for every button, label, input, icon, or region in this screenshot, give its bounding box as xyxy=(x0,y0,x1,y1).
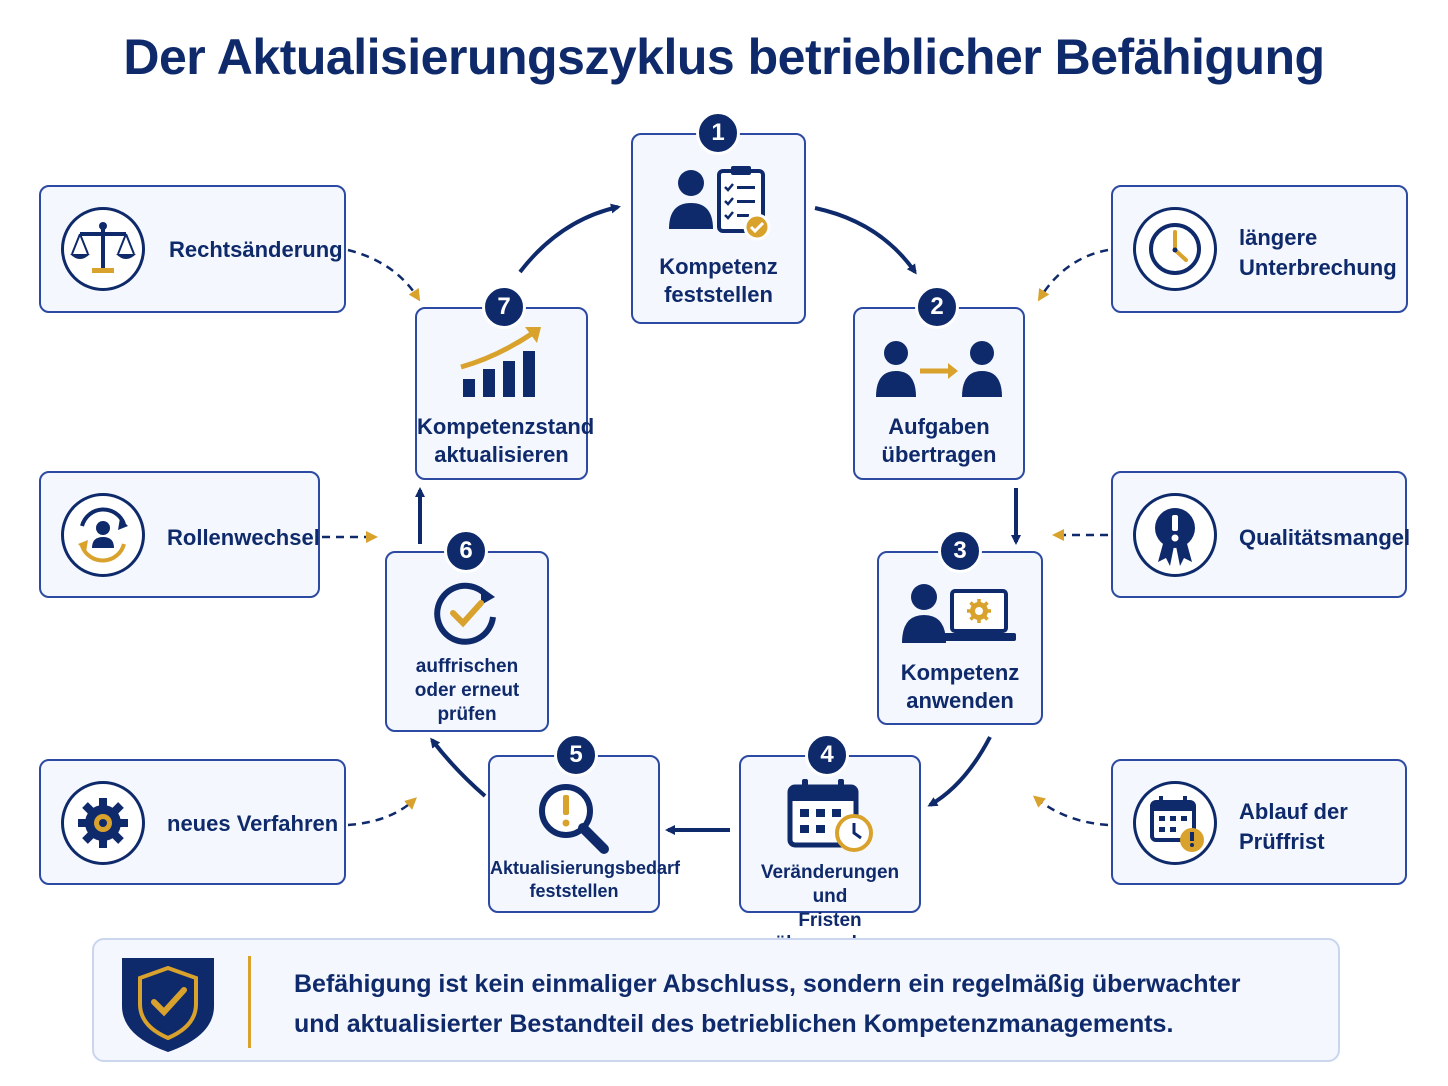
trigger-label-line: Ablauf der xyxy=(1239,799,1348,824)
trigger-card-rollenwechsel: Rollenwechsel xyxy=(39,471,320,598)
trigger-label: neues Verfahren xyxy=(167,811,339,836)
step-label-line: auffrischen xyxy=(415,656,519,677)
step-3-card: Kompetenz anwenden xyxy=(877,551,1043,725)
trigger-icon-circle xyxy=(1133,207,1217,291)
step-2-card: Aufgaben übertragen xyxy=(853,307,1025,480)
step-number-badge: 6 xyxy=(444,529,488,573)
clock-icon xyxy=(1149,223,1201,275)
summary-banner: Befähigung ist kein einmaliger Abschluss… xyxy=(92,938,1340,1062)
step-label-line: prüfen xyxy=(437,703,497,725)
refresh-check-icon xyxy=(434,582,496,645)
step-number-badge: 3 xyxy=(938,529,982,573)
magnifier-alert-icon xyxy=(539,784,609,854)
trigger-label: längere Unterbrechung xyxy=(1239,223,1397,282)
summary-line: Befähigung ist kein einmaliger Abschluss… xyxy=(294,970,1241,998)
trigger-card-qualitaetsmangel: Qualitätsmangel xyxy=(1111,471,1411,598)
summary-text: Befähigung ist kein einmaliger Abschluss… xyxy=(294,964,1294,1044)
step-label: Aufgaben übertragen xyxy=(855,413,1023,468)
step-number-badge: 5 xyxy=(554,733,598,777)
role-change-icon xyxy=(78,507,128,563)
trigger-label: Qualitätsmangel xyxy=(1239,525,1411,550)
step-label: Kompetenzstand aktualisieren xyxy=(417,413,595,468)
growth-chart-icon xyxy=(459,327,541,397)
step-label-line: übertragen xyxy=(881,441,997,467)
step-label-line: aktualisieren xyxy=(434,441,569,467)
person-laptop-icon xyxy=(902,584,1016,643)
trigger-label-line: Unterbrechung xyxy=(1239,254,1397,280)
step-label-line: Kompetenz xyxy=(659,254,778,279)
trigger-arrow-rechtsaenderung xyxy=(347,248,421,302)
scales-icon xyxy=(70,222,136,273)
step-4-card: Veränderungen und Fristen überwachen xyxy=(739,755,921,954)
trigger-label: Ablauf der Prüffrist xyxy=(1239,797,1348,856)
step-5-card: Aktualisierungsbedarf feststellen xyxy=(488,755,681,913)
step-6-card: auffrischen oder erneut prüfen xyxy=(385,551,549,732)
trigger-card-unterbrechung: längere Unterbrechung xyxy=(1111,185,1408,313)
step-label: Kompetenz anwenden xyxy=(879,659,1041,714)
trigger-card-neues-verfahren: neues Verfahren xyxy=(39,759,346,885)
calendar-clock-icon xyxy=(787,779,873,852)
step-label-line: feststellen xyxy=(529,880,619,901)
step-label-line: Aktualisierungsbedarf xyxy=(490,858,681,878)
trigger-card-prueffrist: Ablauf der Prüffrist xyxy=(1111,759,1407,885)
step-label: Kompetenz feststellen xyxy=(633,253,804,308)
trigger-label: Rechtsänderung xyxy=(169,237,343,262)
step-label-line: oder erneut xyxy=(414,679,520,701)
arrow-7-to-1 xyxy=(518,203,621,274)
trigger-icon-circle xyxy=(1133,493,1217,577)
trigger-icon-circle xyxy=(61,781,145,865)
arrow-1-to-2 xyxy=(814,206,917,275)
trigger-arrow-prueffrist xyxy=(1032,795,1109,827)
step-label-line: feststellen xyxy=(664,281,773,307)
step-label-line: Aufgaben xyxy=(888,414,990,439)
page-title: Der Aktualisierungszyklus betrieblicher … xyxy=(123,29,1325,85)
step-number-badge: 2 xyxy=(915,285,959,329)
step-label-line: Veränderungen und xyxy=(760,862,900,907)
person-clipboard-icon xyxy=(668,166,770,241)
step-label: auffrischen oder erneut prüfen xyxy=(387,655,547,726)
trigger-card-rechtsaenderung: Rechtsänderung xyxy=(39,185,346,313)
step-label-line: anwenden xyxy=(906,687,1014,713)
award-alert-icon xyxy=(1155,508,1195,566)
gear-icon xyxy=(78,798,128,848)
step-label: Aktualisierungsbedarf feststellen xyxy=(490,857,681,902)
shield-check-icon xyxy=(122,958,214,1052)
arrow-5-to-6 xyxy=(430,737,487,798)
summary-line: und aktualisierter Bestandteil des betri… xyxy=(294,1010,1174,1038)
trigger-label: Rollenwechsel xyxy=(167,525,320,550)
step-number-badge: 7 xyxy=(482,285,526,329)
trigger-icon-circle xyxy=(61,493,145,577)
trigger-icon-circle xyxy=(61,207,145,291)
step-1-card: Kompetenz feststellen xyxy=(631,133,806,324)
step-number-badge: 1 xyxy=(696,111,740,155)
arrow-3-to-4 xyxy=(927,736,992,807)
step-label-line: Kompetenzstand xyxy=(417,414,595,439)
step-number-badge: 4 xyxy=(805,733,849,777)
step-label-line: Kompetenz xyxy=(900,660,1020,685)
trigger-arrow-unterbrechung xyxy=(1037,248,1109,302)
person-transfer-icon xyxy=(876,341,1002,397)
step-7-card: Kompetenzstand aktualisieren xyxy=(415,307,595,480)
trigger-arrow-neues-verfahren xyxy=(347,797,417,827)
trigger-label-line: längere xyxy=(1239,225,1318,250)
summary-divider xyxy=(248,956,251,1048)
trigger-icon-circle xyxy=(1133,781,1217,865)
trigger-label-line: Prüffrist xyxy=(1239,828,1325,854)
calendar-alert-icon xyxy=(1150,796,1204,852)
